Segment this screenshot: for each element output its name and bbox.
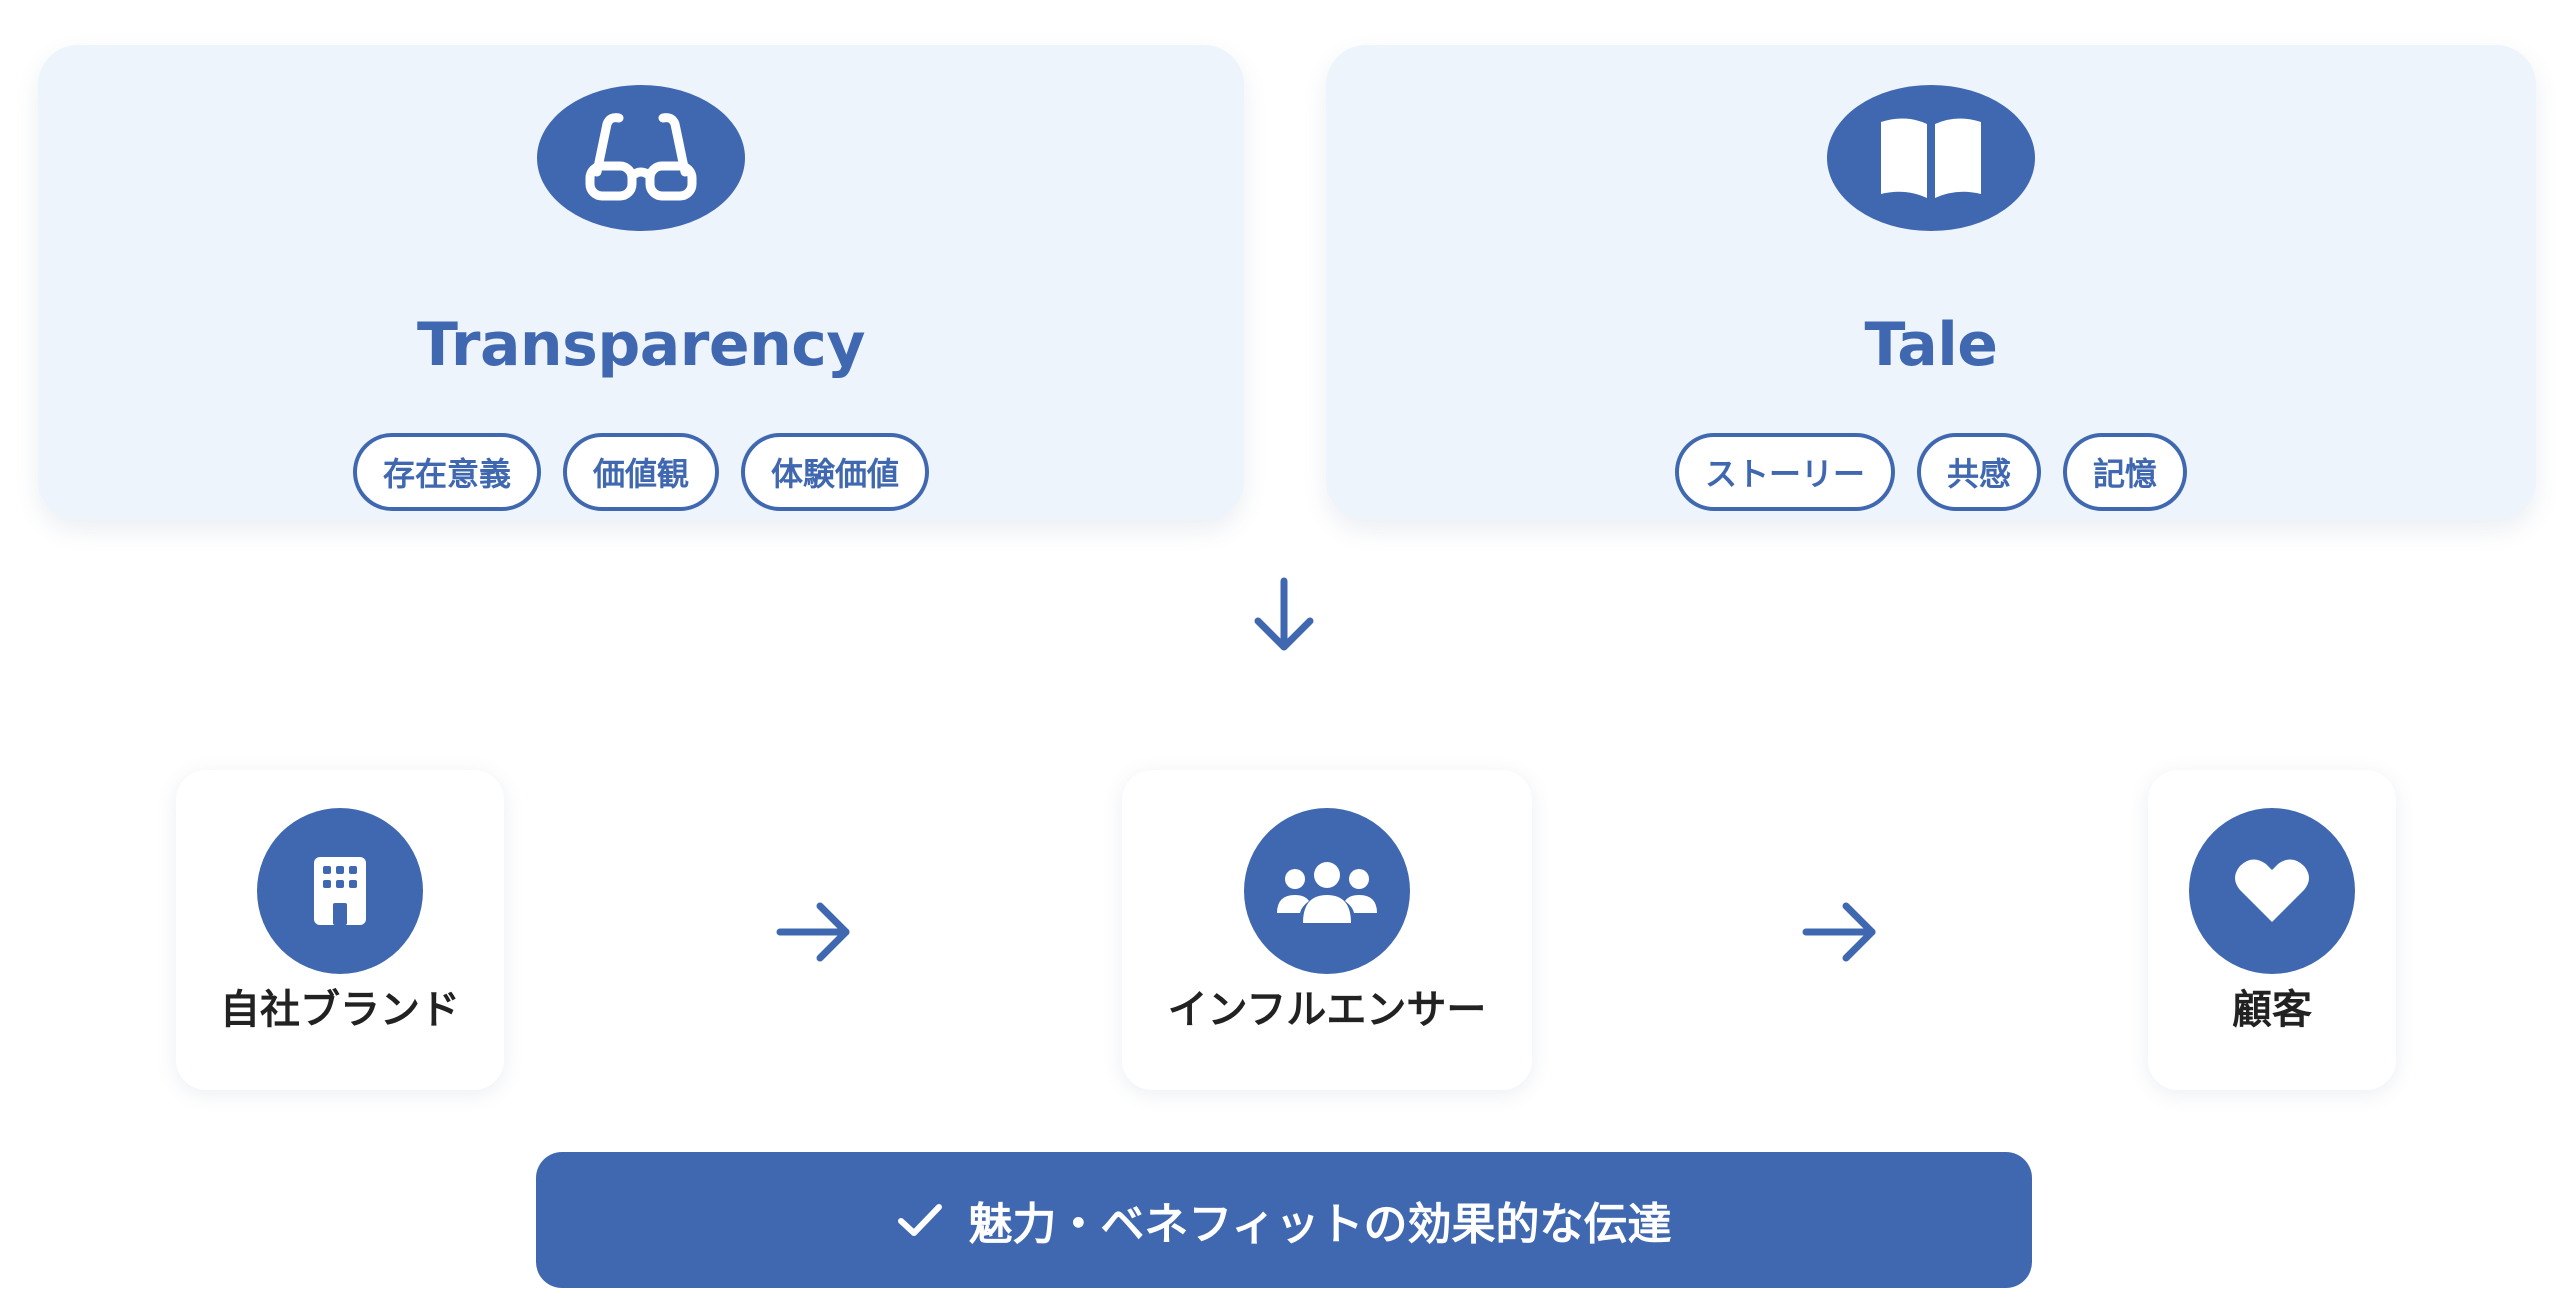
glasses-icon xyxy=(585,113,697,201)
arrow-down-icon xyxy=(1254,577,1314,651)
node-influencer: インフルエンサー xyxy=(1122,770,1532,1090)
tag-empathy: 共感 xyxy=(1916,433,2041,511)
node-own-brand: 自社ブランド xyxy=(176,770,504,1090)
open-book-icon xyxy=(1881,118,1981,198)
tag-purpose: 存在意義 xyxy=(352,433,541,511)
customer-label: 顧客 xyxy=(2232,987,2312,1033)
banner-text: 魅力・ベネフィットの効果的な伝達 xyxy=(968,1199,1672,1250)
own-brand-badge xyxy=(257,808,423,974)
customer-badge xyxy=(2189,808,2355,974)
tag-values: 価値観 xyxy=(562,433,719,511)
transparency-badge xyxy=(537,85,745,231)
heart-icon xyxy=(2235,859,2309,922)
arrow-right-icon xyxy=(776,902,850,962)
node-customer: 顧客 xyxy=(2148,770,2396,1090)
own-brand-label: 自社ブランド xyxy=(220,987,460,1033)
tag-experience-value: 体験価値 xyxy=(741,433,930,511)
people-group-icon xyxy=(1277,862,1377,923)
transparency-card: Transparency 存在意義 価値観 体験価値 xyxy=(38,45,1244,520)
building-icon xyxy=(314,857,366,925)
tale-title: Tale xyxy=(1864,310,1998,380)
influencer-label: インフルエンサー xyxy=(1167,987,1487,1033)
tag-story: ストーリー xyxy=(1674,433,1895,511)
benefit-banner: 魅力・ベネフィットの効果的な伝達 xyxy=(536,1152,2032,1288)
tale-card: Tale ストーリー 共感 記憶 xyxy=(1326,45,2536,520)
tale-badge xyxy=(1827,85,2035,231)
transparency-title: Transparency xyxy=(417,310,865,380)
influencer-badge xyxy=(1244,808,1410,974)
check-icon xyxy=(898,1204,943,1236)
tale-tags: ストーリー 共感 記憶 xyxy=(1326,433,2536,511)
arrow-right-icon xyxy=(1802,902,1876,962)
transparency-tags: 存在意義 価値観 体験価値 xyxy=(38,433,1244,511)
tag-memory: 記憶 xyxy=(2063,433,2188,511)
